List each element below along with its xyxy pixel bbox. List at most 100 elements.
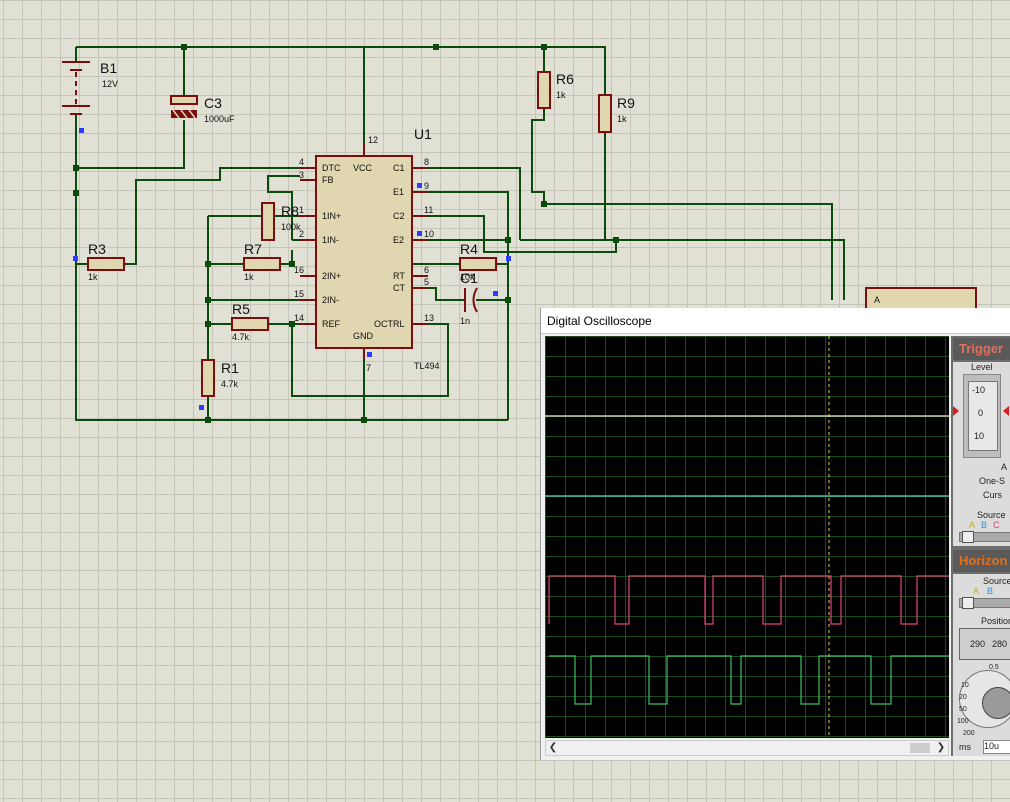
resistor-r6[interactable] [537,71,551,109]
dial-tick-10: 10 [961,682,969,689]
pin-name: 2IN+ [322,271,341,281]
c1-label: C1 [460,270,478,286]
c1-value: 1n [460,316,470,326]
battery-b1[interactable] [62,61,90,115]
pin-name: FB [322,175,334,185]
r9-value: 1k [617,114,627,124]
pin-name: DTC [322,163,341,173]
capacitor-c1[interactable] [464,287,478,313]
source-channel-a[interactable]: A [969,520,976,530]
pin-number: 16 [294,265,304,275]
timebase-unit: ms [959,742,971,752]
ic-u1[interactable] [315,155,413,349]
position-label: Position [981,616,1010,626]
pin-name: REF [322,319,341,329]
r1-value: 4.7k [221,379,239,389]
trigger-source-slider[interactable] [959,531,1010,543]
pin-number: 13 [424,313,434,323]
pin-name: RT [393,271,405,281]
resistor-r1[interactable] [201,359,215,397]
pin-number: 8 [424,157,429,167]
oscilloscope-title[interactable]: Digital Oscilloscope [541,308,1010,334]
scroll-left-icon[interactable]: ❮ [548,742,558,753]
trigger-source-label: Source [977,510,1006,520]
r8-label: R8 [281,203,299,219]
resistor-r9[interactable] [598,94,612,133]
r3-value: 1k [88,272,98,282]
oscilloscope-screen[interactable] [545,336,949,738]
r8-value: 100k [281,222,301,232]
source-channel-b[interactable]: B [981,520,988,530]
u1-label: U1 [414,126,432,142]
level-slider[interactable]: -10 0 10 [963,374,1001,458]
pin-number: 10 [424,229,434,239]
pin-name: C1 [393,163,405,173]
timebase-knob[interactable] [959,670,1010,728]
position-readout-b: 280 [992,639,1008,649]
level-tick-10: 10 [974,431,985,441]
pin-name: GND [353,331,374,341]
capacitor-c3[interactable] [170,95,198,119]
resistor-r7[interactable] [243,257,281,271]
pin-number: 9 [424,181,429,191]
b1-label: B1 [100,60,117,76]
pin-number: 11 [424,205,433,215]
dial-tick-20: 20 [959,694,967,701]
pin-name: 2IN- [322,295,339,305]
r7-label: R7 [244,241,262,257]
horizontal-header: Horizon [953,550,1010,572]
pin-name: E2 [393,235,404,245]
scroll-thumb[interactable] [910,743,930,753]
position-readout-a: 290 [970,639,986,649]
auto-label[interactable]: A [1001,462,1008,472]
horizontal-source-label: Source [983,576,1010,586]
r3-label: R3 [88,241,106,257]
r5-label: R5 [232,301,250,317]
level-tick-0: 0 [978,408,984,418]
scroll-right-icon[interactable]: ❯ [936,742,946,753]
r6-label: R6 [556,71,574,87]
dial-tick-top: 0.5 [989,664,999,671]
pin-name: VCC [353,163,373,173]
h-source-channel-a[interactable]: A [973,586,980,596]
resistor-r3[interactable] [87,257,125,271]
pin-name: C2 [393,211,405,221]
dial-tick-100: 100 [957,718,969,725]
r5-value: 4.7k [232,332,250,342]
c3-label: C3 [204,95,222,111]
position-dial[interactable]: 290 280 [959,628,1010,660]
timebase-value[interactable]: 10u [983,740,1010,754]
pin-name: E1 [393,187,404,197]
one-shot-label[interactable]: One-S [979,476,1006,486]
pin-number: 14 [294,313,304,323]
resistor-r5[interactable] [231,317,269,331]
r4-value: 10k [460,272,475,282]
horizontal-scrollbar[interactable]: ❮ ❯ [545,740,949,756]
pin-number: 4 [299,157,304,167]
pin-number: 3 [299,170,304,180]
r7-value: 1k [244,272,254,282]
trace-c [548,575,949,625]
resistor-r8[interactable] [261,202,275,241]
pin-number: 2 [299,229,304,239]
h-source-channel-b[interactable]: B [987,586,994,596]
r1-label: R1 [221,360,239,376]
level-tick-minus10: -10 [972,385,986,395]
pin-number: 5 [424,277,429,287]
control-panel: Trigger Level -10 0 10 A One-S Curs Sour… [951,336,1010,756]
trigger-header: Trigger [953,338,1010,360]
source-channel-c[interactable]: C [993,520,1000,530]
oscilloscope-window[interactable]: Digital Oscilloscope ❮ ❯ Trigger Level -… [540,308,1010,760]
dial-tick-50: 50 [959,706,967,713]
pin-number: 6 [424,265,429,275]
r9-label: R9 [617,95,635,111]
horizontal-section: Source A B Position 290 280 0.5 10 20 50… [953,574,1010,756]
dial-tick-200: 200 [963,730,975,737]
pin-number: 12 [368,135,378,145]
level-marker-left-icon [953,406,959,416]
resistor-r4[interactable] [459,257,497,271]
cursors-label[interactable]: Curs [983,490,1003,500]
probe-channel-label: A [874,295,880,305]
pin-name: CT [393,283,405,293]
horizontal-source-slider[interactable] [959,597,1010,609]
